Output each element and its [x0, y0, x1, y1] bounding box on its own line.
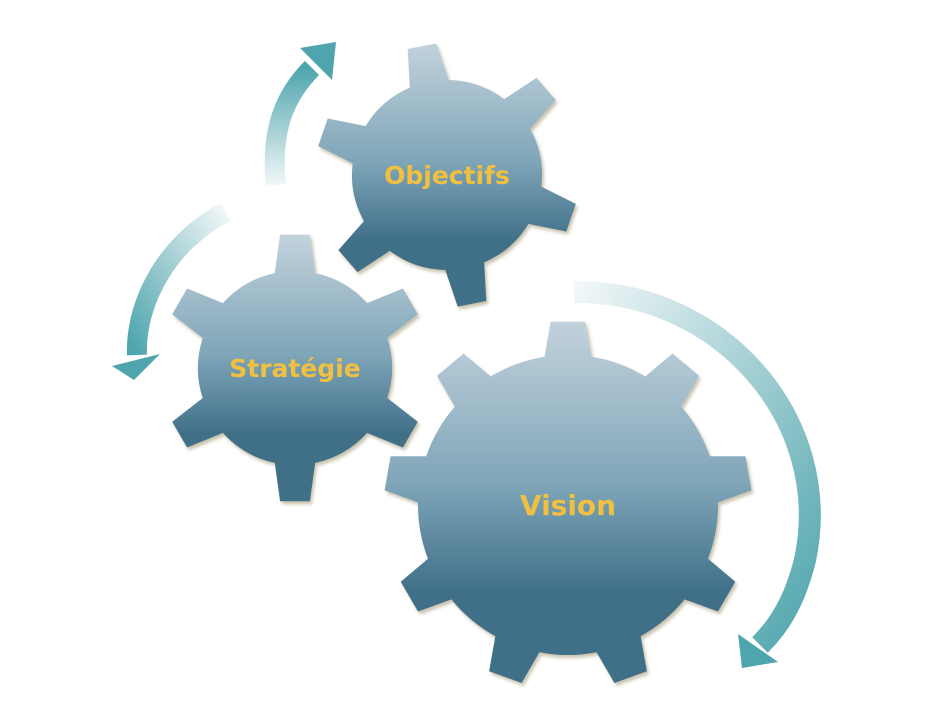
gear-strategie: Stratégie	[172, 234, 418, 502]
gear-shape	[384, 321, 752, 683]
gear-objectifs: Objectifs	[318, 43, 576, 307]
gear-label-strategie: Stratégie	[229, 354, 360, 383]
gear-label-objectifs: Objectifs	[384, 161, 510, 190]
arrow-objectifs-to-strategie	[112, 203, 231, 380]
arrow-vision-cycle	[573, 280, 821, 668]
gear-shape	[172, 234, 418, 502]
gear-vision: Vision	[384, 321, 752, 683]
gear-shape	[318, 43, 576, 307]
arrowhead-icon	[300, 42, 336, 80]
gear-label-vision: Vision	[520, 489, 616, 522]
arrowhead-icon	[738, 634, 778, 668]
arrow-strategie-to-objectifs	[264, 42, 336, 187]
arrowhead-icon	[112, 354, 160, 380]
